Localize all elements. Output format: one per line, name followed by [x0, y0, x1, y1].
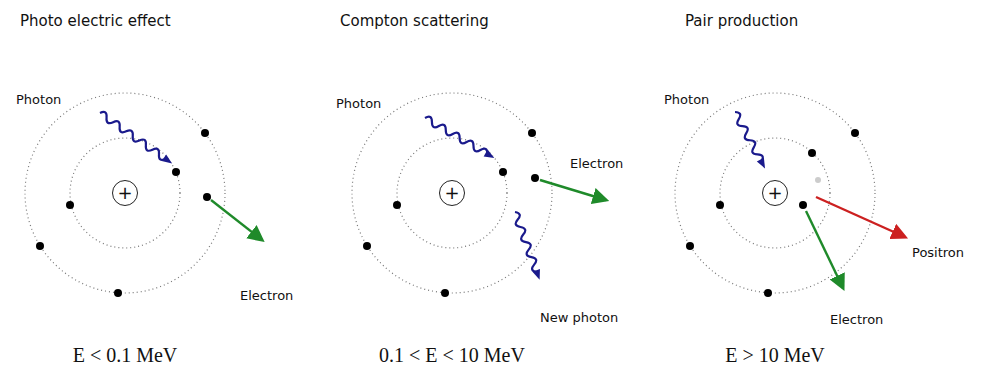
vacancy-spot [815, 177, 821, 183]
wave-head [162, 154, 175, 166]
photon-wave [511, 211, 543, 281]
electron-dot [363, 242, 371, 250]
electron-dot [499, 168, 507, 176]
wave-head [484, 150, 497, 162]
nucleus-charge: + [767, 184, 782, 202]
electron-dot [808, 149, 816, 157]
electron-dot [393, 201, 401, 209]
panel-title: Photo electric effect [20, 12, 171, 30]
electron-dot [531, 174, 539, 182]
photon-label: Photon [16, 92, 61, 108]
electron-label: Electron [240, 288, 293, 304]
outer-shell [352, 93, 552, 293]
atom-shells [25, 93, 875, 293]
electron-dot [799, 201, 807, 209]
electron-dot [851, 129, 859, 137]
electron-dot [764, 289, 772, 297]
electron-dot [203, 193, 211, 201]
nucleus-circle: + [762, 180, 788, 206]
electron-dot [686, 242, 694, 250]
electron-arrow [211, 200, 262, 240]
positron-label: Positron [912, 245, 964, 261]
wave-head [757, 158, 769, 171]
outer-shell [675, 93, 875, 293]
new-photon-label: New photon [540, 310, 618, 326]
photon-label: Photon [336, 96, 381, 112]
photon-label: Photon [664, 92, 709, 108]
energy-range: E > 10 MeV [725, 343, 825, 367]
inner-shell [70, 138, 180, 248]
nucleus-circle: + [439, 180, 465, 206]
nucleus-charge: + [117, 184, 132, 202]
wave-line [512, 211, 540, 274]
nucleus-circle: + [112, 180, 138, 206]
electron-dot [172, 168, 180, 176]
outer-shell [25, 93, 225, 293]
electron-label: Electron [570, 156, 623, 172]
energy-range: E < 0.1 MeV [73, 343, 178, 367]
electron-dot [114, 289, 122, 297]
electron-arrow [540, 180, 606, 200]
electron-dot [716, 201, 724, 209]
photon-wave [98, 110, 175, 167]
photon-wave [423, 115, 496, 162]
electron-dot [201, 129, 209, 137]
electron-dot [66, 201, 74, 209]
electron-label: Electron [830, 312, 883, 328]
panel-title: Compton scattering [340, 12, 489, 30]
nucleus-charge: + [444, 184, 459, 202]
electron-dot [36, 242, 44, 250]
positron-arrow [816, 197, 905, 237]
inner-shell [397, 138, 507, 248]
electron-dot [441, 289, 449, 297]
electron-arrow [806, 211, 843, 288]
wave-line [732, 110, 764, 163]
electron-dot [528, 129, 536, 137]
wave-line [423, 115, 489, 157]
wave-line [98, 110, 168, 162]
photon-wave [731, 110, 768, 170]
wave-head [532, 269, 543, 281]
panel-title: Pair production [685, 12, 798, 30]
photon-waves [98, 110, 769, 281]
inner-shell [720, 138, 830, 248]
energy-range: 0.1 < E < 10 MeV [379, 343, 525, 367]
